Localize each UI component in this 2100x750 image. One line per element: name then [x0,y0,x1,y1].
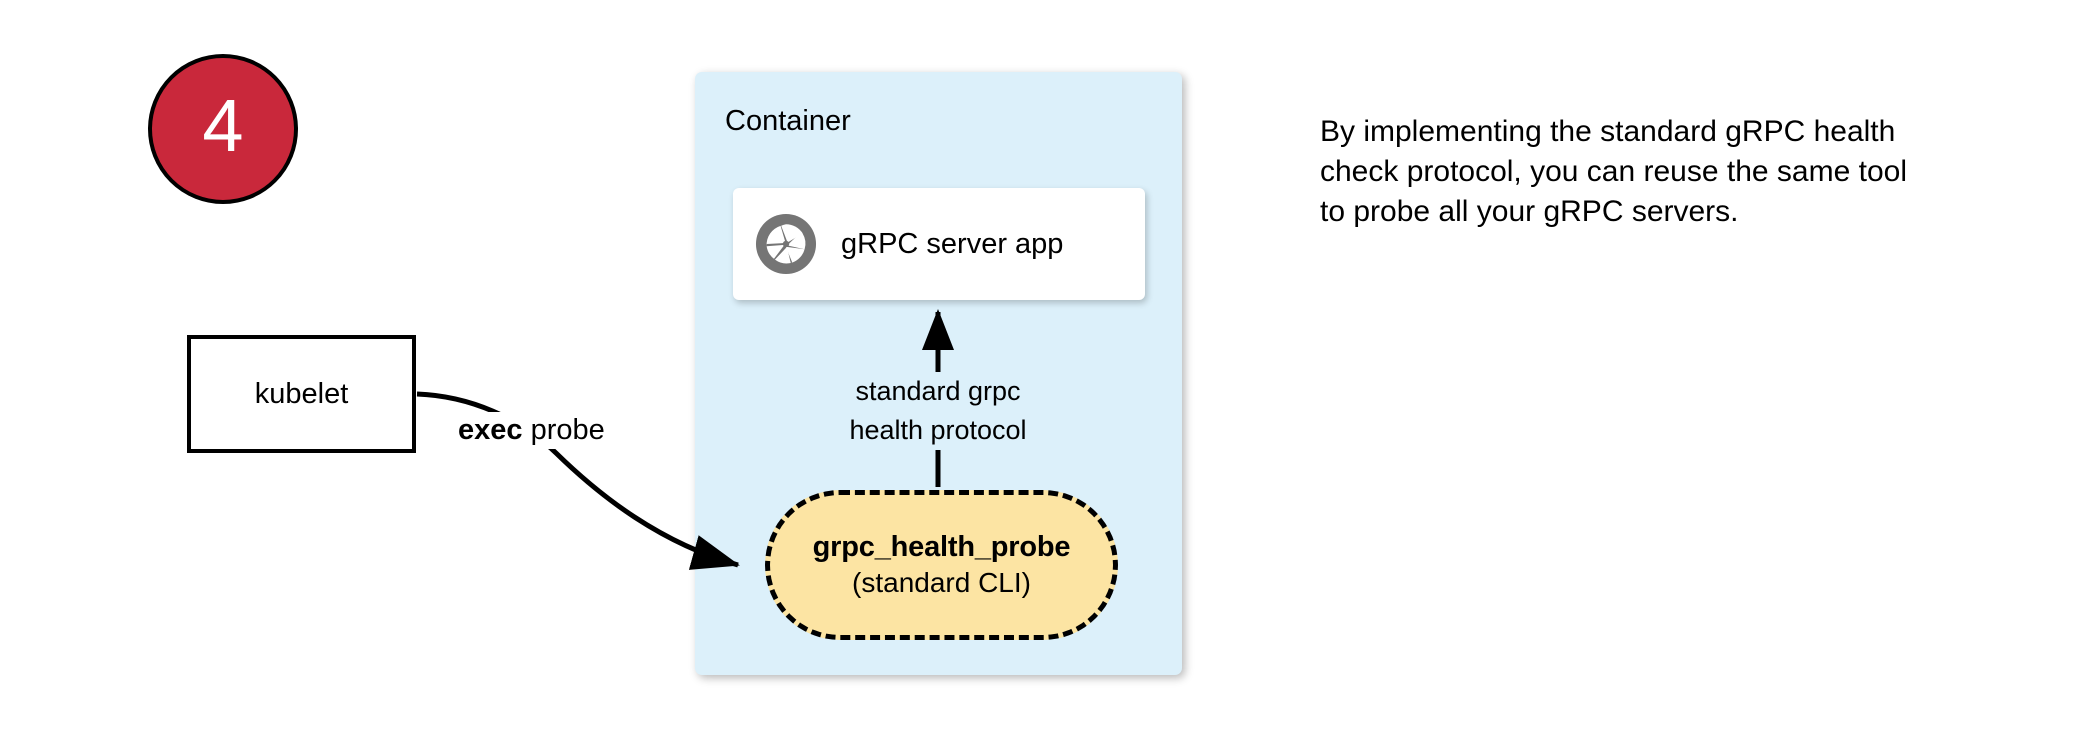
step-badge-number: 4 [202,84,244,167]
exec-probe-bold: exec [458,414,523,446]
kubelet-label: kubelet [254,377,349,410]
grpc-server-label: gRPC server app [841,227,1064,260]
grpc-health-probe-title: grpc_health_probe [812,531,1071,563]
kubelet-node: kubelet [187,335,416,453]
health-protocol-line-2: health protocol [849,415,1027,445]
grpc-aperture-icon [755,213,817,275]
health-protocol-line-1: standard grpc [855,376,1021,406]
container-title: Container [725,105,851,137]
grpc-health-probe-subtitle: (standard CLI) [852,567,1031,598]
step-badge: 4 [148,54,298,204]
grpc-health-probe-node: grpc_health_probe (standard CLI) [765,490,1118,640]
exec-probe-rest: probe [522,414,605,446]
caption-text: By implementing the standard gRPC health… [1320,115,1907,228]
exec-probe-label: exec probe [452,412,611,449]
grpc-server-card: gRPC server app [733,188,1145,300]
health-protocol-label: standard grpc health protocol [838,372,1038,450]
